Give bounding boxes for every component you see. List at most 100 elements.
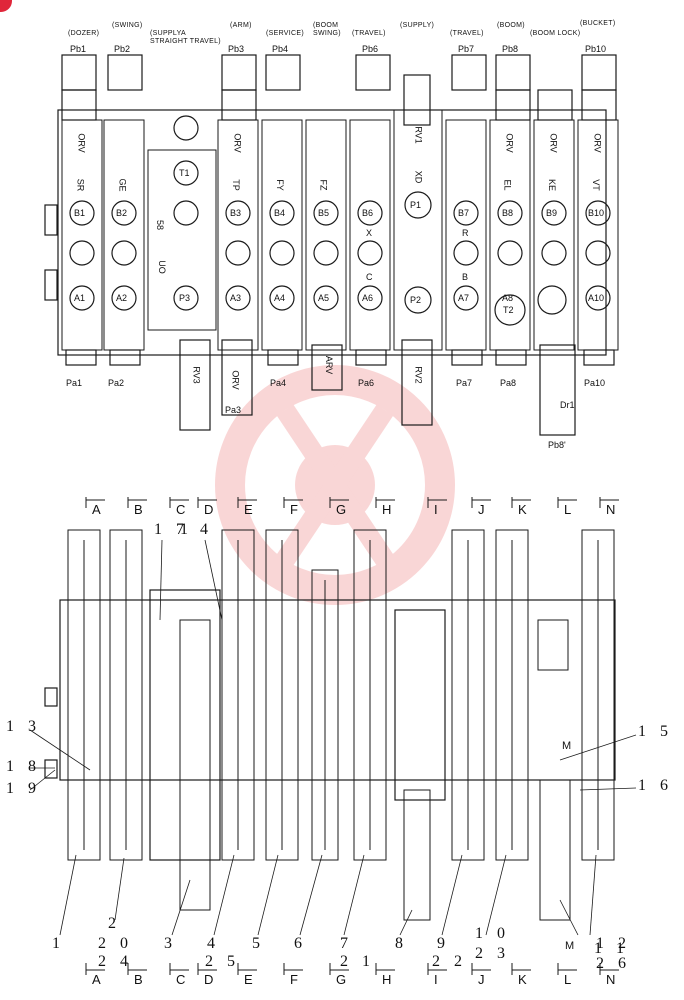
bottom-fittings [65, 339, 615, 436]
part-5: 5 [252, 935, 265, 952]
section-j-top: J [478, 502, 485, 517]
port-pb4: Pb4 [272, 44, 289, 54]
label-bucket: (BUCKET) [580, 20, 616, 27]
rv3-label: RV3 [191, 366, 202, 384]
section-markers-bottom [85, 963, 619, 975]
orv-label-3: ORV [232, 133, 243, 153]
port-circles [69, 115, 611, 326]
section-a-bottom: A [92, 972, 101, 987]
section-b-top: B [134, 502, 143, 517]
section-i-top: I [434, 502, 438, 517]
port-pa8: Pa8 [500, 378, 517, 388]
part-10: 1 0 [475, 925, 510, 942]
port-b2: B2 [116, 208, 128, 218]
section-c-bottom: C [176, 972, 186, 987]
port-p3: P3 [179, 293, 191, 303]
label-boom: (BOOM) [497, 22, 525, 29]
part-21: 2 1 [340, 953, 375, 970]
part-12: 1 2 [596, 935, 631, 952]
section-spools [67, 529, 615, 921]
port-pb3: Pb3 [228, 44, 245, 54]
part-4: 4 [207, 935, 220, 952]
section-l-bottom: L [564, 972, 572, 987]
port-pa7: Pa7 [456, 378, 473, 388]
port-a5: A5 [318, 293, 330, 303]
label-supply-straight: (SUPPLYA STRAIGHT TRAVEL) [150, 30, 221, 45]
section-d-top: D [204, 502, 214, 517]
orv-label-pa3: ORV [230, 370, 241, 390]
orv-label-1: ORV [76, 133, 87, 153]
part-25: 2 5 [205, 953, 240, 970]
part-15: 1 5 [638, 723, 673, 740]
rv2-label: RV2 [413, 366, 424, 384]
port-b1: B1 [74, 208, 86, 218]
port-t2: T2 [503, 305, 514, 315]
section-n-bottom: N [606, 972, 616, 987]
label-service: (SERVICE) [266, 30, 304, 37]
part-8: 8 [395, 935, 408, 952]
label-arm: (ARM) [230, 22, 252, 29]
marker-m-bottom: M [565, 940, 575, 952]
port-pb8: Pb8 [502, 44, 519, 54]
part-13: 1 3 [6, 718, 41, 735]
section-e-top: E [244, 502, 253, 517]
port-a6: A6 [362, 293, 374, 303]
top-valve-body [57, 109, 607, 356]
code-fy: FY [274, 179, 285, 191]
part-18: 1 8 [6, 758, 41, 775]
port-b5: B5 [318, 208, 330, 218]
port-b6: B6 [362, 208, 374, 218]
part-22: 2 2 [432, 953, 467, 970]
port-dr1: Dr1 [560, 400, 575, 410]
label-boom-lock: (BOOM LOCK) [530, 30, 581, 37]
section-k-top: K [518, 502, 527, 517]
orv-label-9: ORV [548, 133, 559, 153]
part-17: 1 7 [154, 521, 189, 538]
port-a8: A8 [502, 293, 514, 303]
port-b9: B9 [546, 208, 558, 218]
code-vt: VT [590, 179, 601, 191]
code-xd: XD [413, 170, 424, 184]
port-pb10: Pb10 [585, 44, 607, 54]
code-ge: GE [117, 178, 128, 192]
port-b8: B8 [502, 208, 514, 218]
part-1-top: 1 [180, 521, 193, 538]
port-b10: B10 [588, 208, 605, 218]
section-i-bottom: I [434, 972, 438, 987]
port-t1: T1 [179, 168, 190, 178]
label-supply: (SUPPLY) [400, 22, 435, 29]
port-a7: A7 [458, 293, 470, 303]
section-f-bottom: F [290, 972, 298, 987]
code-fz: FZ [318, 179, 329, 191]
port-pa10: Pa10 [584, 378, 606, 388]
orv-label-10: ORV [592, 133, 603, 153]
port-pb8-prime: Pb8' [548, 440, 566, 450]
part-19: 1 9 [6, 780, 41, 797]
section-h-top: H [382, 502, 392, 517]
code-sr: SR [75, 178, 86, 192]
section-h-bottom: H [382, 972, 392, 987]
top-sections [61, 109, 619, 351]
section-e-bottom: E [244, 972, 253, 987]
label-travel-1: (TRAVEL) [352, 30, 386, 37]
label-travel-2: (TRAVEL) [450, 30, 484, 37]
section-g-bottom: G [336, 972, 347, 987]
part-20: 2 0 [98, 935, 133, 952]
port-p2: P2 [410, 295, 422, 305]
port-pa3: Pa3 [225, 405, 242, 415]
label-swing: (SWING) [112, 22, 143, 29]
arv-label: ARV [324, 355, 335, 375]
section-f-top: F [290, 502, 298, 517]
section-l-top: L [564, 502, 572, 517]
label-c: C [366, 272, 373, 282]
orv-label-8: ORV [504, 133, 515, 153]
port-b7: B7 [458, 208, 470, 218]
port-pa6: Pa6 [358, 378, 375, 388]
label-dozer: (DOZER) [68, 30, 100, 37]
rv1-label: RV1 [413, 126, 424, 144]
port-pb7: Pb7 [458, 44, 475, 54]
port-b4: B4 [274, 208, 286, 218]
part-26: 2 6 [596, 955, 631, 972]
section-n-top: N [606, 502, 616, 517]
section-a-top: A [92, 502, 101, 517]
